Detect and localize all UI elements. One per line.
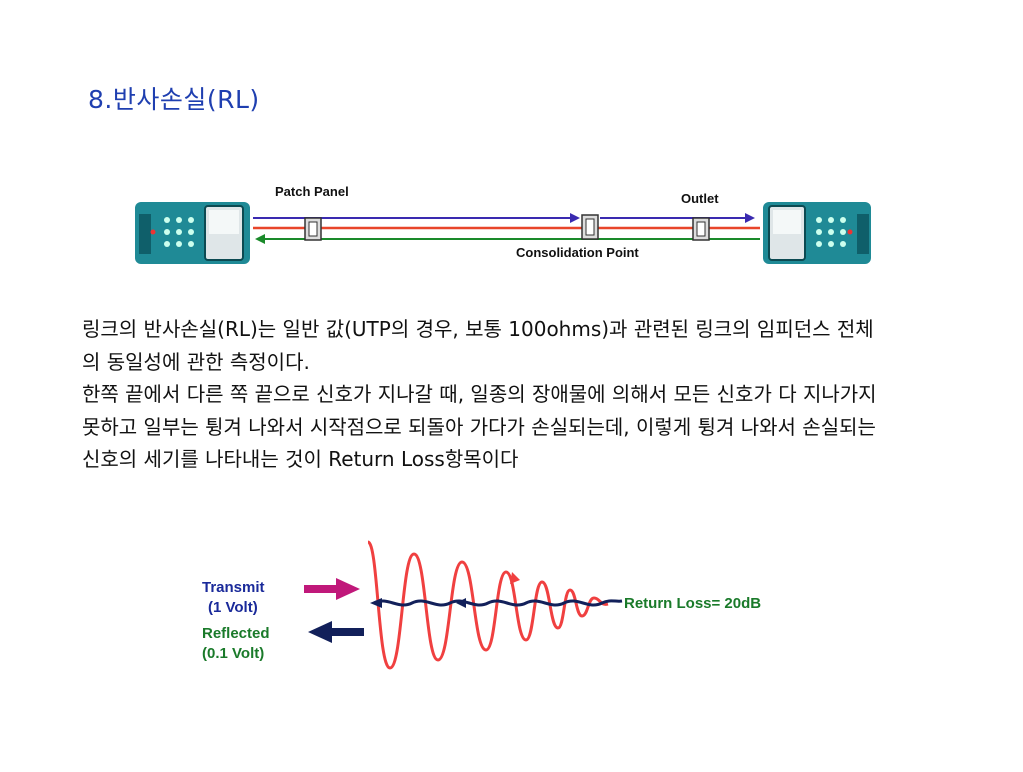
patch-panel-label: Patch Panel	[275, 184, 349, 199]
reflected-label: Reflected (0.1 Volt)	[202, 624, 270, 664]
consolidation-point-connector	[581, 214, 599, 240]
reflected-text: Reflected	[202, 625, 270, 642]
cabling-diagram: Patch Panel Outlet Consolidation Point	[135, 184, 871, 264]
transmitted-wave	[366, 540, 609, 670]
transmit-label: Transmit (1 Volt)	[202, 578, 265, 618]
reflected-arrow-icon	[308, 621, 364, 643]
left-tester-device	[135, 202, 250, 264]
transmit-arrow-icon	[304, 578, 360, 600]
reflected-wave	[373, 599, 623, 607]
right-tester-device	[763, 202, 871, 264]
paragraph-definition: 링크의 반사손실(RL)는 일반 값(UTP의 경우, 보통 100ohms)과…	[82, 317, 874, 374]
return-loss-diagram: Transmit (1 Volt) Reflected (0.1 Volt) R…	[198, 540, 798, 680]
outlet-label: Outlet	[681, 191, 719, 206]
reflected-voltage-text: (0.1 Volt)	[202, 645, 265, 662]
paragraph-explanation: 한쪽 끝에서 다른 쪽 끝으로 신호가 지나갈 때, 일종의 장애물에 의해서 …	[82, 382, 877, 471]
consolidation-point-label: Consolidation Point	[516, 245, 639, 260]
patch-panel-connector	[304, 217, 322, 241]
waveform-svg	[304, 540, 623, 670]
return-loss-label: Return Loss= 20dB	[624, 595, 762, 612]
slide-title: 8.반사손실(RL)	[88, 85, 260, 114]
outlet-connector	[692, 217, 710, 241]
transmit-text: Transmit	[202, 579, 265, 596]
body-text: 링크의 반사손실(RL)는 일반 값(UTP의 경우, 보통 100ohms)과…	[82, 313, 882, 476]
transmit-voltage-text: (1 Volt)	[208, 599, 258, 616]
